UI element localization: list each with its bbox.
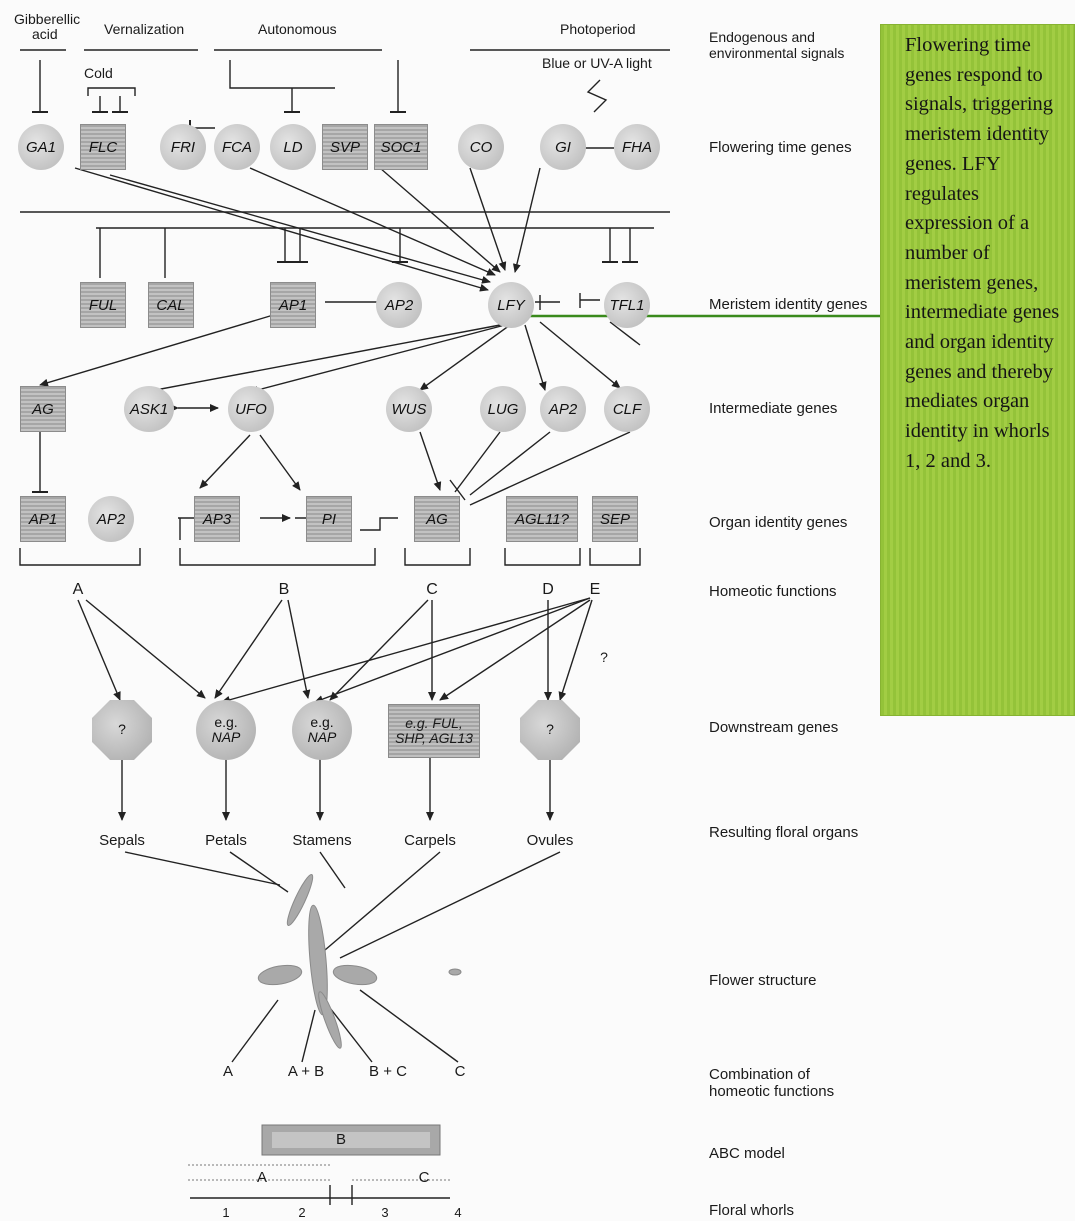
signal-vernalization: Vernalization — [104, 21, 185, 37]
downstream-unknown-1: ? — [92, 700, 152, 760]
row-label-abc-model: ABC model — [709, 1145, 785, 1162]
abc-b: B — [335, 1131, 347, 1148]
annotation-note: Flowering time genes respond to signals,… — [880, 24, 1075, 716]
row-label-flower-structure: Flower structure — [709, 972, 817, 989]
gene-ld: LD — [270, 124, 316, 170]
gene-lfy: LFY — [488, 282, 534, 328]
gene-fha: FHA — [614, 124, 660, 170]
organ-sepals: Sepals — [99, 832, 145, 849]
row-label-intermediate: Intermediate genes — [709, 400, 838, 417]
gene-sep: SEP — [592, 496, 638, 542]
whorl-4: 4 — [454, 1205, 462, 1220]
homeotic-c: C — [426, 581, 438, 598]
combination-c: C — [454, 1063, 466, 1080]
gene-ag-organ: AG — [414, 496, 460, 542]
abc-a: A — [256, 1169, 268, 1186]
combination-ab: A + B — [287, 1063, 325, 1080]
organ-petals: Petals — [205, 832, 247, 849]
signal-cold: Cold — [84, 65, 113, 81]
gene-lug: LUG — [480, 386, 526, 432]
combination-bc: B + C — [369, 1063, 407, 1080]
gene-ga1: GA1 — [18, 124, 64, 170]
homeotic-b: B — [278, 581, 290, 598]
gene-ap1-meristem: AP1 — [270, 282, 316, 328]
organ-carpels: Carpels — [404, 832, 456, 849]
gene-flc: FLC — [80, 124, 126, 170]
gene-tfl1: TFL1 — [604, 282, 650, 328]
gene-pi: PI — [306, 496, 352, 542]
gene-clf: CLF — [604, 386, 650, 432]
homeotic-d: D — [542, 581, 554, 598]
gene-gi: GI — [540, 124, 586, 170]
downstream-unknown-2: ? — [520, 700, 580, 760]
row-label-organ-identity: Organ identity genes — [709, 514, 848, 531]
row-label-whorls: Floral whorls — [709, 1202, 795, 1219]
abc-c: C — [418, 1169, 430, 1186]
gene-ap1-organ: AP1 — [20, 496, 66, 542]
homeotic-unknown: ? — [600, 649, 608, 665]
gene-ask1: ASK1 — [124, 386, 174, 432]
signal-blue-light: Blue or UV-A light — [542, 55, 652, 71]
gene-ag-intermediate: AG — [20, 386, 66, 432]
whorl-1: 1 — [222, 1205, 230, 1220]
homeotic-a: A — [72, 581, 84, 598]
gene-ap3: AP3 — [194, 496, 240, 542]
row-label-resulting: Resulting floral organs — [709, 824, 859, 841]
gene-svp: SVP — [322, 124, 368, 170]
row-label-homeotic: Homeotic functions — [709, 583, 837, 600]
gene-ful: FUL — [80, 282, 126, 328]
signal-gibberellic: Gibberellic acid — [14, 11, 81, 42]
downstream-nap-1: e.g.NAP — [196, 700, 256, 760]
row-label-downstream: Downstream genes — [709, 719, 839, 736]
downstream-nap-2: e.g.NAP — [292, 700, 352, 760]
gene-cal: CAL — [148, 282, 194, 328]
downstream-ful-shp-agl13: e.g. FUL,SHP, AGL13 — [388, 704, 480, 758]
organ-stamens: Stamens — [292, 832, 352, 849]
whorl-3: 3 — [381, 1205, 389, 1220]
gene-fca: FCA — [214, 124, 260, 170]
organ-ovules: Ovules — [526, 832, 574, 849]
signal-autonomous: Autonomous — [258, 21, 337, 37]
row-label-flowering: Flowering time genes — [709, 139, 852, 156]
combination-a: A — [222, 1063, 234, 1080]
gene-ufo: UFO — [228, 386, 274, 432]
gene-soc1: SOC1 — [374, 124, 428, 170]
gene-co: CO — [458, 124, 504, 170]
gene-ap2-meristem: AP2 — [376, 282, 422, 328]
gene-fri: FRI — [160, 124, 206, 170]
whorl-2: 2 — [298, 1205, 306, 1220]
homeotic-e: E — [589, 581, 601, 598]
gene-ap2-organ: AP2 — [88, 496, 134, 542]
gene-agl11: AGL11? — [506, 496, 578, 542]
row-label-meristem: Meristem identity genes — [709, 296, 868, 313]
gene-wus: WUS — [386, 386, 432, 432]
row-label-combination: Combination of homeotic functions — [709, 1066, 835, 1101]
gene-ap2-intermediate: AP2 — [540, 386, 586, 432]
signal-photoperiod: Photoperiod — [560, 21, 636, 37]
row-label-endogenous: Endogenous and environmental signals — [709, 29, 845, 62]
